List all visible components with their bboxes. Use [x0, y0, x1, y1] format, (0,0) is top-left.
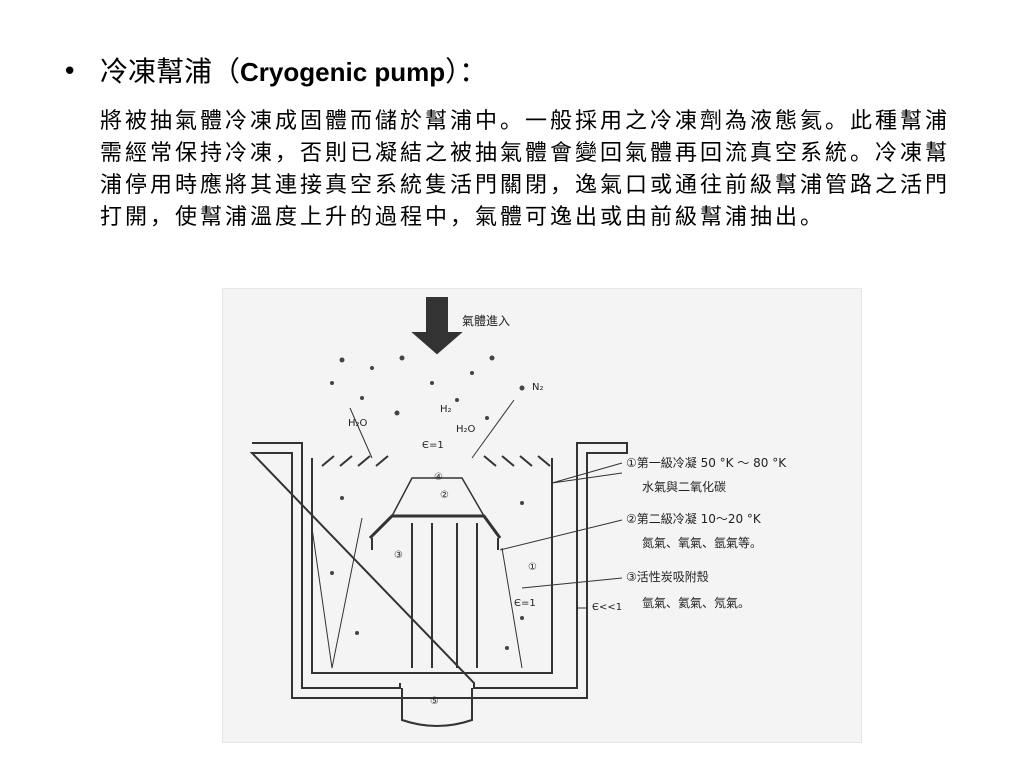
heading-tail: ）：	[445, 55, 488, 88]
label-e-small: Є<<1	[592, 602, 623, 613]
label-e1-side: Є=1	[514, 598, 536, 609]
first-stage-shield	[311, 458, 553, 674]
label-gas-in: 氣體進入	[462, 314, 511, 328]
legend-stage3-desc: 氫氣、氦氣、氖氣。	[642, 596, 751, 610]
legend-stage2-desc: 氮氣、氧氣、氬氣等。	[642, 536, 763, 550]
slide-heading-row: • 冷凍幫浦（Cryogenic pump）：	[62, 52, 487, 92]
legend-stage1-desc: 水氣與二氧化碳	[642, 480, 727, 494]
bullet-point: •	[62, 57, 78, 87]
outlet-tube	[401, 688, 473, 727]
legend-stage1-title: ①第一級冷凝 50 °K ～ 80 °K	[626, 456, 787, 470]
legend-stage3-title: ③活性炭吸附殼	[626, 570, 709, 584]
marker-5: ⑤	[430, 696, 439, 707]
heading-english: Cryogenic pump	[240, 57, 446, 87]
legend-stage2-title: ②第二級冷凝 10～20 °K	[626, 512, 761, 526]
slide-heading: 冷凍幫浦（Cryogenic pump）：	[100, 52, 487, 92]
marker-4: ④	[434, 472, 443, 483]
outer-vessel	[249, 442, 628, 699]
heading-chinese: 冷凍幫浦（	[100, 55, 241, 88]
label-h2o-right: H₂O	[456, 424, 476, 435]
cryopump-diagram: 氣體進入 N₂ H₂ H₂O H₂O Є=1 Є=1 Є<<1 ① ② ③ ④ …	[222, 288, 862, 743]
marker-3: ③	[394, 550, 403, 561]
baffle-left	[321, 455, 389, 467]
cryopump-drawing	[249, 297, 628, 727]
second-stage-array	[368, 514, 502, 540]
body-paragraph: 將被抽氣體冷凍成固體而儲於幫浦中。一般採用之冷凍劑為液態氦。此種幫浦需經常保持冷…	[100, 109, 951, 230]
label-e1-top: Є=1	[422, 440, 444, 451]
marker-1: ①	[528, 562, 537, 573]
label-h2o-left: H₂O	[348, 418, 368, 429]
label-n2: N₂	[532, 382, 544, 393]
marker-2: ②	[440, 490, 449, 501]
gas-inlet-arrow	[411, 297, 463, 355]
baffle-right	[483, 455, 551, 467]
label-h2: H₂	[440, 404, 452, 415]
cold-head-column	[411, 523, 478, 668]
